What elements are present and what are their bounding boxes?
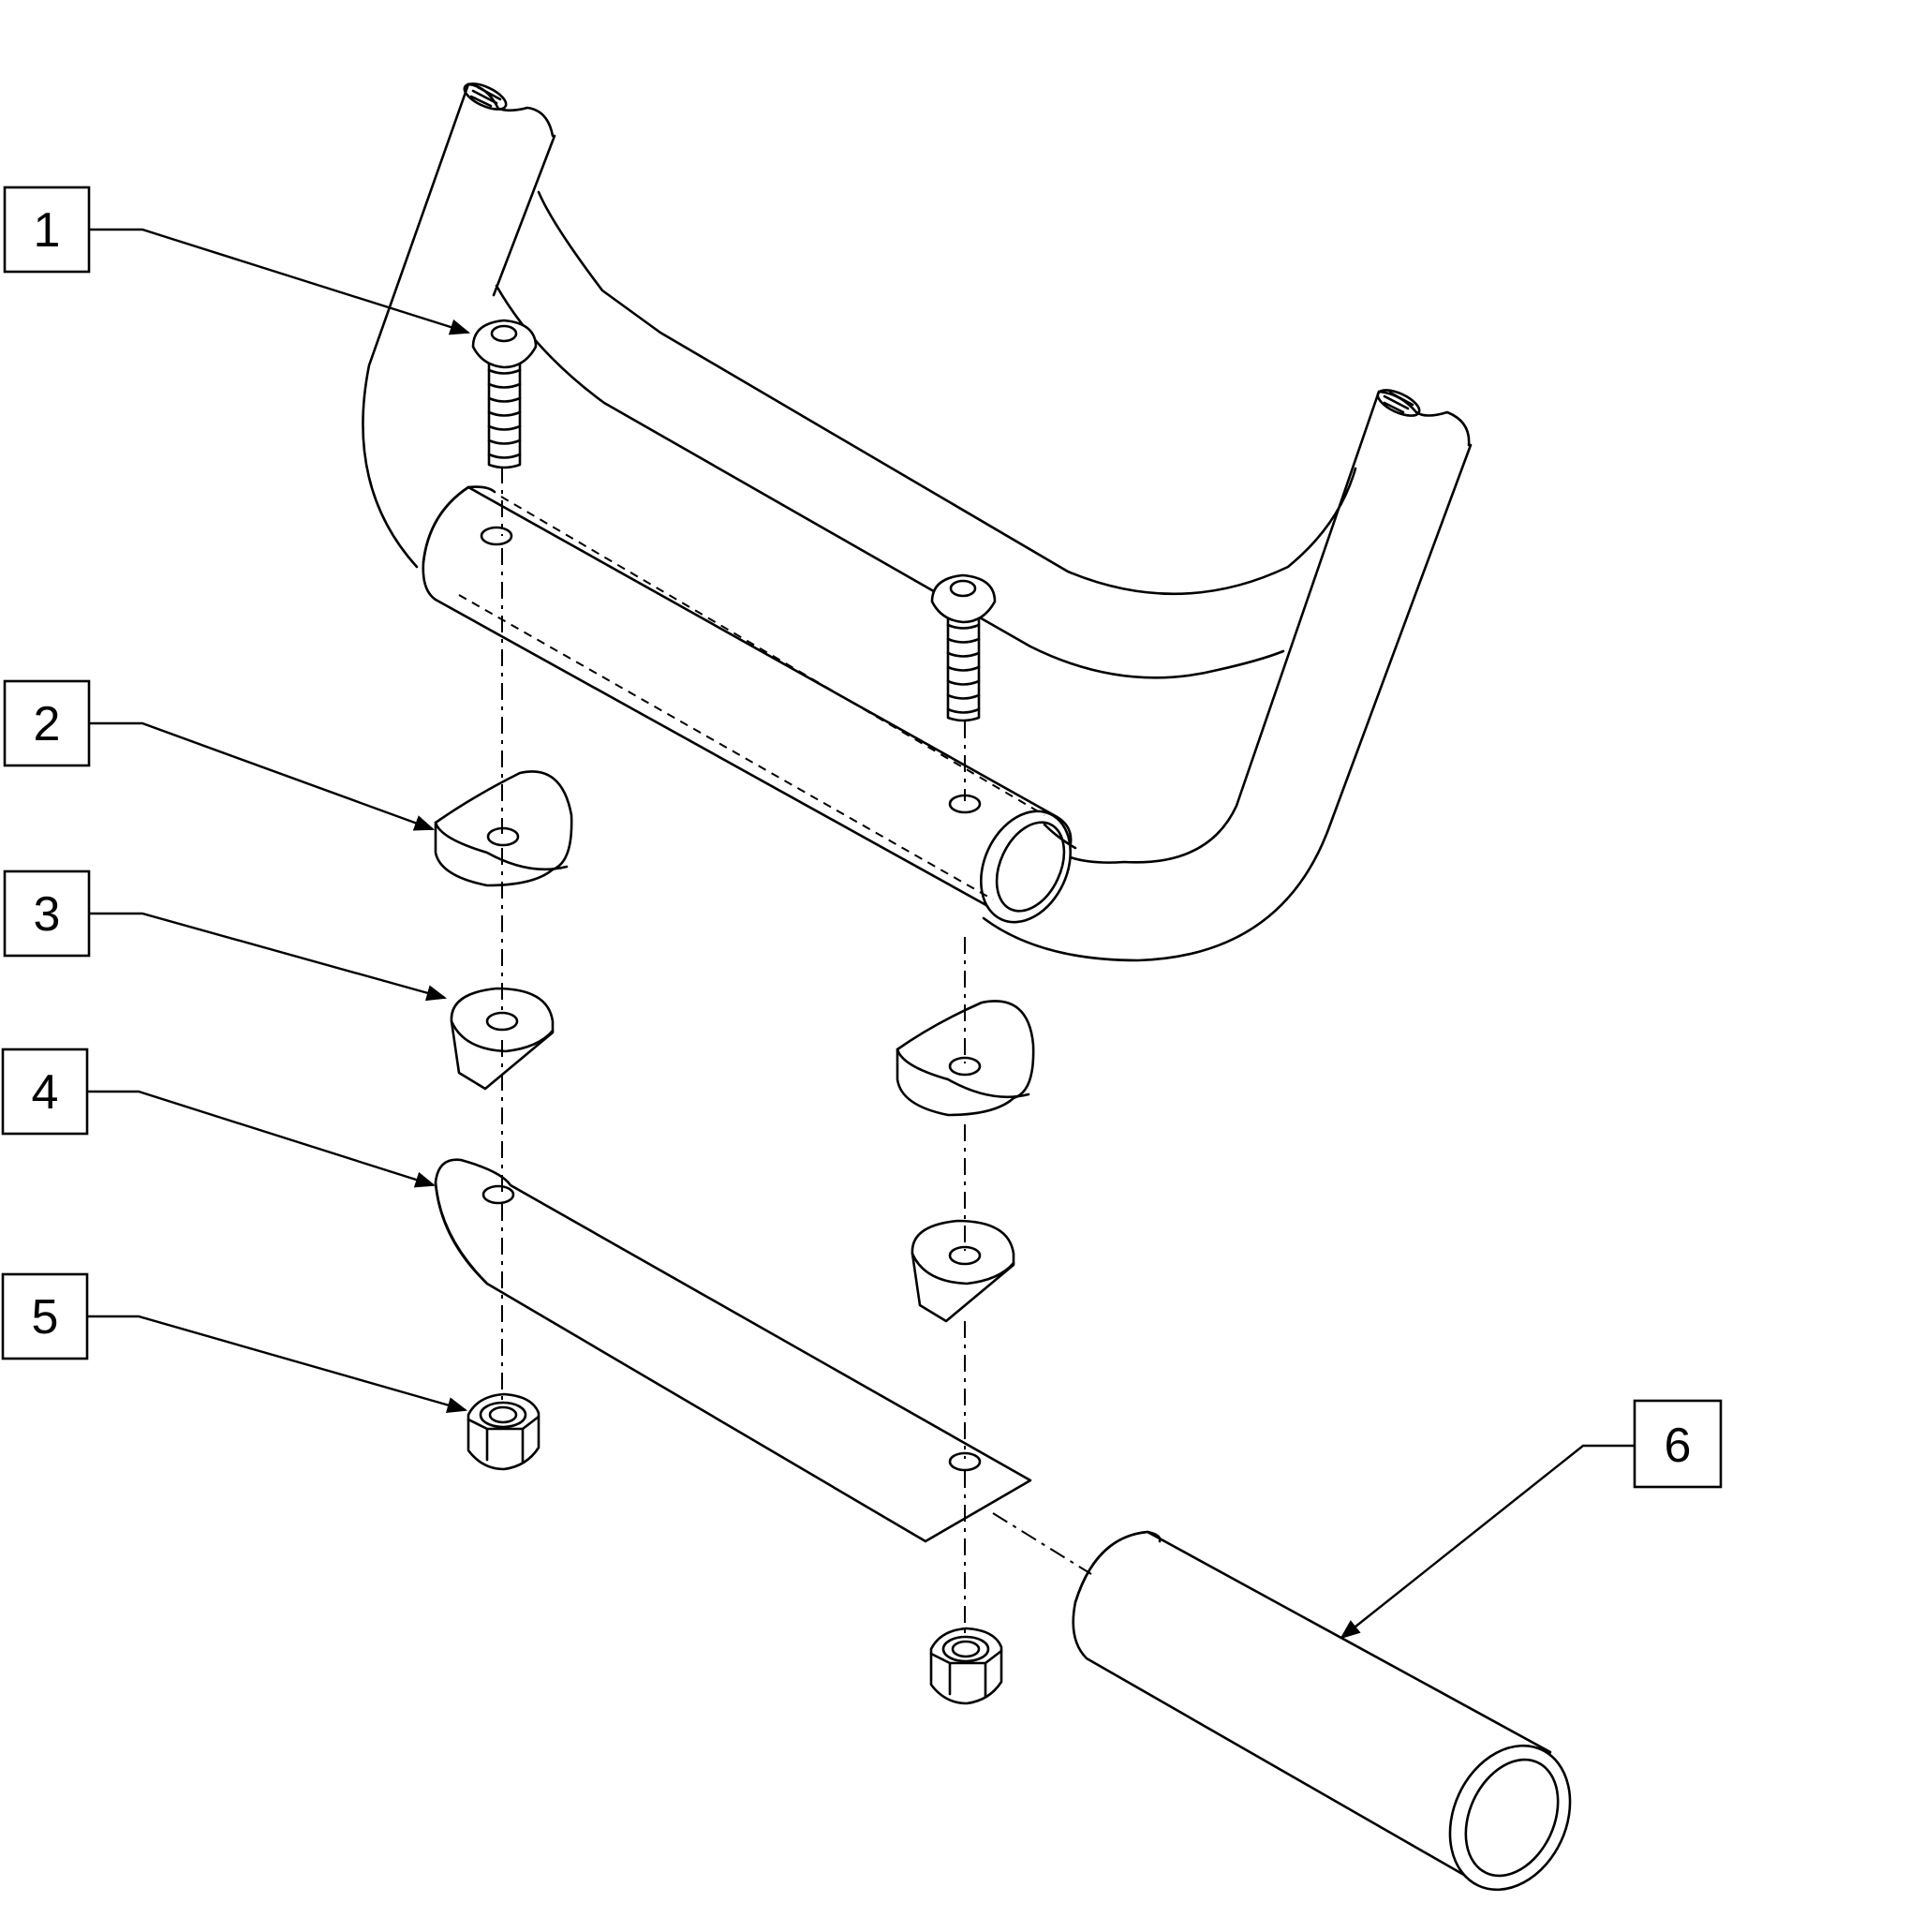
callout-4: 4 <box>1 1048 89 1136</box>
callout-2: 2 <box>3 679 91 767</box>
callout-label-6: 6 <box>1665 1419 1692 1473</box>
callout-6: 6 <box>1633 1399 1723 1489</box>
callout-leaders <box>87 228 1635 1640</box>
callout-5: 5 <box>1 1272 89 1360</box>
washer-left <box>450 987 555 1091</box>
callout-label-2: 2 <box>34 697 61 751</box>
spacer-left <box>434 770 573 887</box>
callout-3: 3 <box>3 869 91 958</box>
callout-label-3: 3 <box>34 887 61 942</box>
screw-right <box>930 573 997 722</box>
callout-1: 1 <box>3 186 91 274</box>
nut-right <box>929 1627 1003 1705</box>
callout-label-1: 1 <box>34 203 61 258</box>
assembly-centerlines <box>501 467 1092 1635</box>
grip-sleeve <box>1072 1530 1572 1892</box>
spacer-right <box>896 1000 1035 1117</box>
lower-clamp-plate <box>434 1158 1032 1543</box>
nut-left <box>466 1392 540 1471</box>
washer-right <box>911 1219 1015 1323</box>
callout-label-4: 4 <box>32 1065 59 1120</box>
screw-left <box>471 319 538 469</box>
upper-clamp-tube <box>422 485 1077 924</box>
callout-label-5: 5 <box>32 1290 59 1345</box>
